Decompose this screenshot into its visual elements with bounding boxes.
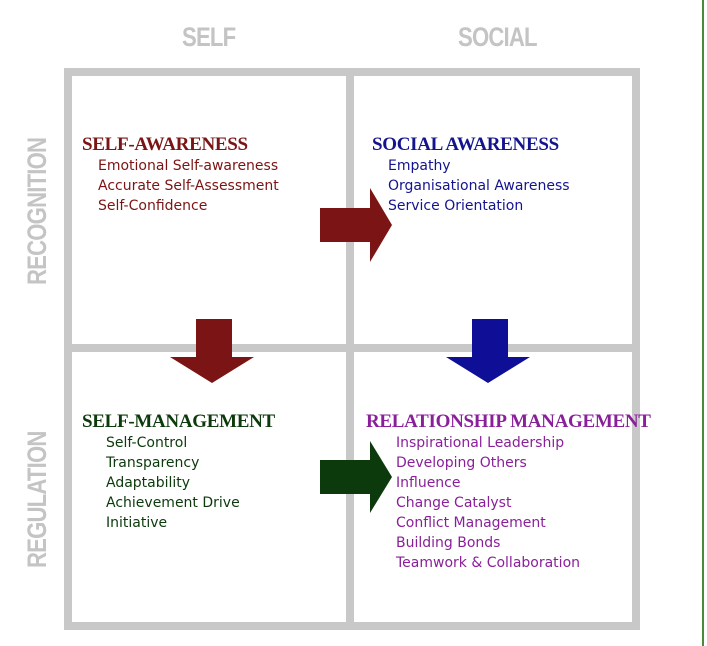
competency-item: Emotional Self-awareness bbox=[98, 158, 279, 174]
competency-item: Adaptability bbox=[106, 475, 191, 491]
column-header-social: SOCIAL bbox=[458, 22, 538, 52]
competency-item: Service Orientation bbox=[388, 198, 524, 214]
side-border bbox=[702, 0, 704, 646]
arrow-down-icon bbox=[446, 319, 530, 383]
competency-item: Conflict Management bbox=[396, 515, 546, 531]
quadrant-social-awareness: SOCIAL AWARENESS Empathy Organisational … bbox=[372, 134, 570, 216]
arrow-right-icon bbox=[320, 441, 392, 513]
arrow-shape bbox=[446, 319, 530, 383]
column-header-self: SELF bbox=[182, 22, 236, 52]
grid-horizontal-divider bbox=[64, 344, 640, 352]
competency-item: Influence bbox=[396, 475, 461, 491]
arrow-shape bbox=[170, 319, 254, 383]
quadrant-title: SELF-AWARENESS bbox=[82, 134, 248, 155]
competency-item: Empathy bbox=[388, 158, 451, 174]
competency-item: Transparency bbox=[106, 455, 200, 471]
quadrant-title: SOCIAL AWARENESS bbox=[372, 134, 559, 155]
arrow-down-icon bbox=[170, 319, 254, 383]
quadrant-title: SELF-MANAGEMENT bbox=[82, 411, 275, 432]
competency-item: Self-Control bbox=[106, 435, 188, 451]
competency-item: Teamwork & Collaboration bbox=[396, 555, 581, 571]
competency-item: Accurate Self-Assessment bbox=[98, 178, 279, 194]
arrow-shape bbox=[320, 188, 392, 262]
competency-item: Initiative bbox=[106, 515, 168, 531]
row-header-recognition: RECOGNITION bbox=[22, 137, 52, 285]
competency-item: Organisational Awareness bbox=[388, 178, 570, 194]
row-header-regulation: REGULATION bbox=[22, 431, 52, 568]
competency-item: Developing Others bbox=[396, 455, 527, 471]
quadrant-self-awareness: SELF-AWARENESS Emotional Self-awareness … bbox=[82, 134, 279, 216]
quadrant-self-management: SELF-MANAGEMENT Self-Control Transparenc… bbox=[82, 411, 275, 533]
competency-item: Self-Confidence bbox=[98, 198, 208, 214]
competency-item: Change Catalyst bbox=[396, 495, 512, 511]
competency-item: Building Bonds bbox=[396, 535, 501, 551]
competency-item: Achievement Drive bbox=[106, 495, 240, 511]
quadrant-title: RELATIONSHIP MANAGEMENT bbox=[366, 411, 651, 432]
quadrant-relationship-management: RELATIONSHIP MANAGEMENT Inspirational Le… bbox=[366, 411, 651, 573]
arrow-right-icon bbox=[320, 188, 392, 262]
competency-item: Inspirational Leadership bbox=[396, 435, 565, 451]
arrow-shape bbox=[320, 441, 392, 513]
